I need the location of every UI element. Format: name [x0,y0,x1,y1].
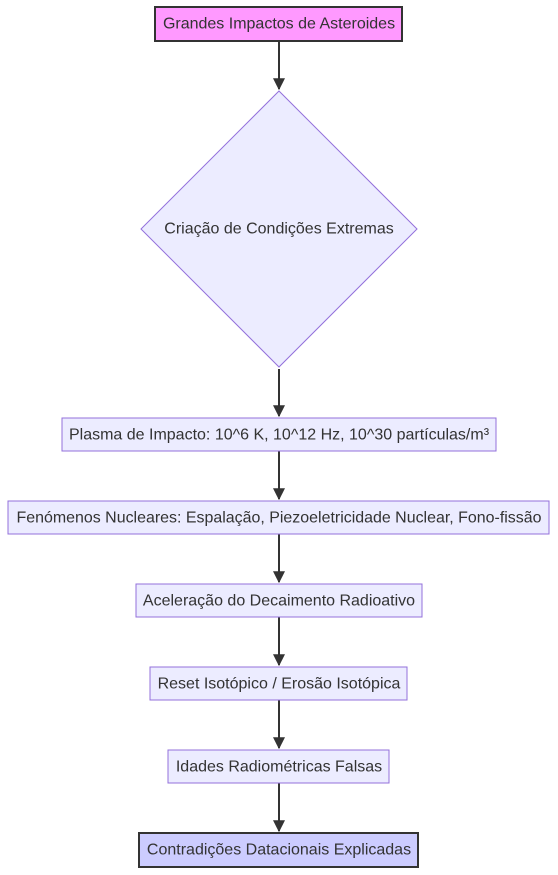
node-conditions[interactable]: Criação de Condições Extremas [140,90,418,368]
node-nuclear-label: Fenómenos Nucleares: Espalação, Piezoele… [17,510,542,527]
node-conditions-label: Criação de Condições Extremas [164,221,393,238]
node-decay[interactable]: Aceleração do Decaimento Radioativo [135,583,423,618]
node-start-box [154,6,403,42]
node-reset[interactable]: Reset Isotópico / Erosão Isotópica [149,666,408,701]
node-plasma-box [61,417,497,452]
node-ages-box [167,749,390,784]
node-plasma[interactable]: Plasma de Impacto: 10^6 K, 10^12 Hz, 10^… [61,417,497,452]
node-end-box [138,832,419,868]
node-end-label: Contradições Datacionais Explicadas [147,842,411,859]
node-reset-label: Reset Isotópico / Erosão Isotópica [158,676,401,693]
node-start-label: Grandes Impactos de Asteroides [163,16,395,33]
node-decay-label: Aceleração do Decaimento Radioativo [143,593,415,610]
node-plasma-label: Plasma de Impacto: 10^6 K, 10^12 Hz, 10^… [69,427,490,444]
node-reset-box [149,666,408,701]
node-end[interactable]: Contradições Datacionais Explicadas [138,832,419,868]
node-start[interactable]: Grandes Impactos de Asteroides [154,6,403,42]
node-ages[interactable]: Idades Radiométricas Falsas [167,749,390,784]
node-ages-label: Idades Radiométricas Falsas [176,759,382,776]
node-decay-box [135,583,423,618]
node-nuclear-box [7,500,550,535]
node-nuclear[interactable]: Fenómenos Nucleares: Espalação, Piezoele… [7,500,550,535]
node-conditions-diamond [140,90,418,368]
